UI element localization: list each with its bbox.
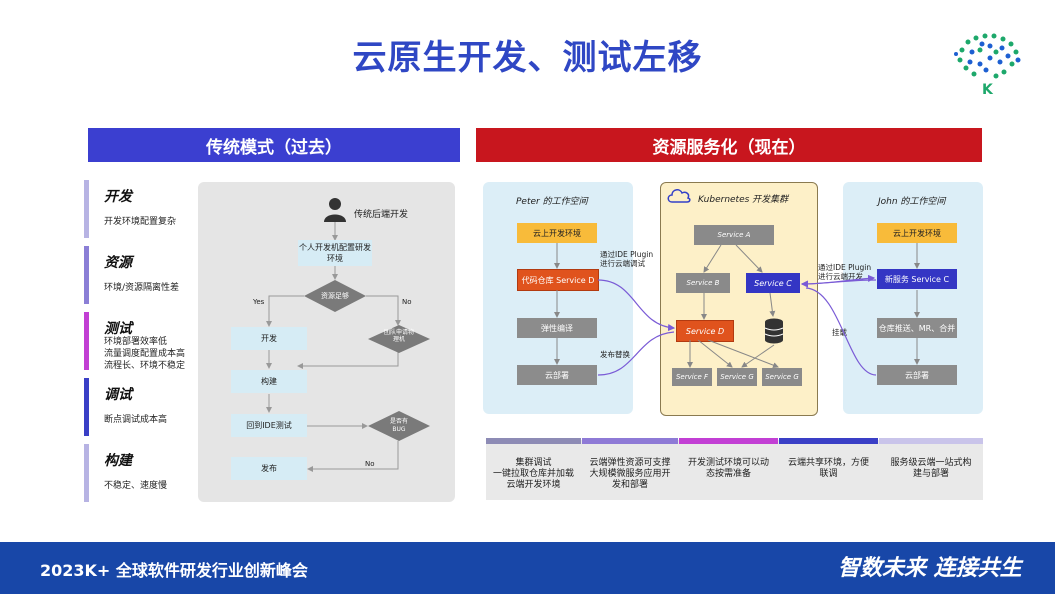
ide-test-box: 回到IDE测试 [231,414,307,437]
sidebar-bar [84,378,89,436]
page-title: 云原生开发、测试左移 [352,38,703,78]
developer-avatar-icon [322,196,348,222]
peter-cloud-env-box: 云上开发环境 [517,223,597,243]
yes-label: Yes [253,298,265,306]
k-plus-logo: K [952,30,1026,100]
john-plugin-note: 通过IDE Plugin 进行云端开发 [818,263,872,281]
sidebar-bar [84,444,89,502]
peter-plugin-note: 通过IDE Plugin 进行云端调试 [600,250,654,268]
sidebar-text: 不稳定、速度慢 [104,481,168,491]
feature-bar-5 [879,438,983,444]
resource-decision: 资源足够 [304,280,366,312]
database-icon [764,318,784,344]
service-f-box: Service F [672,368,712,386]
elastic-build-box: 弹性编译 [517,318,597,338]
sidebar-item-debug: 调试 断点调试成本高 [84,378,194,436]
sidebar-heading: 调试 [104,387,132,403]
sidebar-item-test: 测试 环境部署效率低 流量调度配置成本高 流程长、环境不稳定 [84,312,194,371]
feature-bar-4 [779,438,878,444]
config-env-box: 个人开发机配置研发环境 [298,240,372,266]
service-c-box: Service C [746,273,800,293]
mount-note: 挂载 [832,328,847,337]
feature-text-1: 集群调试 一键拉取仓库并加载 云端开发环境 [492,458,574,490]
bug-decision: 是否有BUG [368,411,430,441]
footer-bar [0,542,1055,594]
kubernetes-cluster-title: Kubernetes 开发集群 [698,195,789,205]
john-cloud-env-box: 云上开发环境 [877,223,957,243]
john-workspace-title: John 的工作空间 [878,197,946,207]
no-label: No [402,298,412,306]
service-g-box-1: Service G [717,368,757,386]
request-machine-label: 团队申请物理机 [384,329,415,343]
feature-text-5: 服务级云端一站式构 建与部署 [890,458,972,479]
slogan-calligraphy: 智数未来 连接共生 [838,555,1022,581]
service-flow-connectors [554,243,920,376]
sidebar-heading: 构建 [104,453,132,469]
john-cloud-deploy-box: 云部署 [877,365,957,385]
sidebar-item-resource: 资源 环境/资源隔离性差 [84,246,194,304]
feature-bar-2 [582,438,678,444]
traditional-flow-connectors [266,222,401,472]
build-step-box: 构建 [231,370,307,393]
service-g-box-2: Service G [762,368,802,386]
sidebar-item-dev: 开发 开发环境配置复杂 [84,180,194,238]
release-step-box: 发布 [231,457,307,480]
service-a-box: Service A [694,225,774,245]
sidebar-bar [84,246,89,304]
conference-name: 2023K+ 全球软件研发行业创新峰会 [40,561,308,580]
sidebar-bar [84,312,89,370]
feature-text-3: 开发测试环境可以动 态按需准备 [687,458,769,479]
cloud-icon [666,186,692,204]
resource-decision-label: 资源足够 [321,292,349,300]
sidebar-text: 断点调试成本高 [104,415,168,425]
traditional-actor-label: 传统后端开发 [354,210,409,220]
logo-letter: K [982,82,993,98]
sidebar-text: 环境部署效率低 流量调度配置成本高 流程长、环境不稳定 [104,337,186,371]
new-service-c-box: 新服务 Service C [877,269,957,289]
peter-cloud-deploy-box: 云部署 [517,365,597,385]
logo-dots-icon [954,33,1021,79]
feature-text-4: 云端共享环境，方便 联调 [787,458,869,479]
sidebar-item-build: 构建 不稳定、速度慢 [84,444,194,502]
sidebar-heading: 资源 [104,255,132,271]
service-mode-header: 资源服务化（现在） [476,128,982,162]
release-replace-note: 发布替换 [600,350,630,359]
sidebar-text: 开发环境配置复杂 [104,217,177,227]
sidebar-heading: 测试 [104,321,132,337]
feature-text-2: 云端弹性资源可支撑 大规模微服务应用开 发和部署 [589,458,671,490]
service-b-box: Service B [676,273,730,293]
sidebar-text: 环境/资源隔离性差 [104,283,180,293]
sidebar-heading: 开发 [104,189,132,205]
bug-decision-label: 是否有BUG [389,418,408,433]
sidebar-bar [84,180,89,238]
service-d-box: Service D [676,320,734,342]
no-label-2: No [365,460,375,468]
feature-bar-3 [679,438,778,444]
features-panel [486,440,983,500]
peter-workspace-title: Peter 的工作空间 [516,197,588,207]
traditional-mode-header: 传统模式（过去） [88,128,460,162]
request-machine-decision: 团队申请物理机 [368,325,430,353]
feature-bar-1 [486,438,581,444]
dev-step-box: 开发 [231,327,307,350]
repo-push-box: 仓库推送、MR、合并 [877,318,957,338]
